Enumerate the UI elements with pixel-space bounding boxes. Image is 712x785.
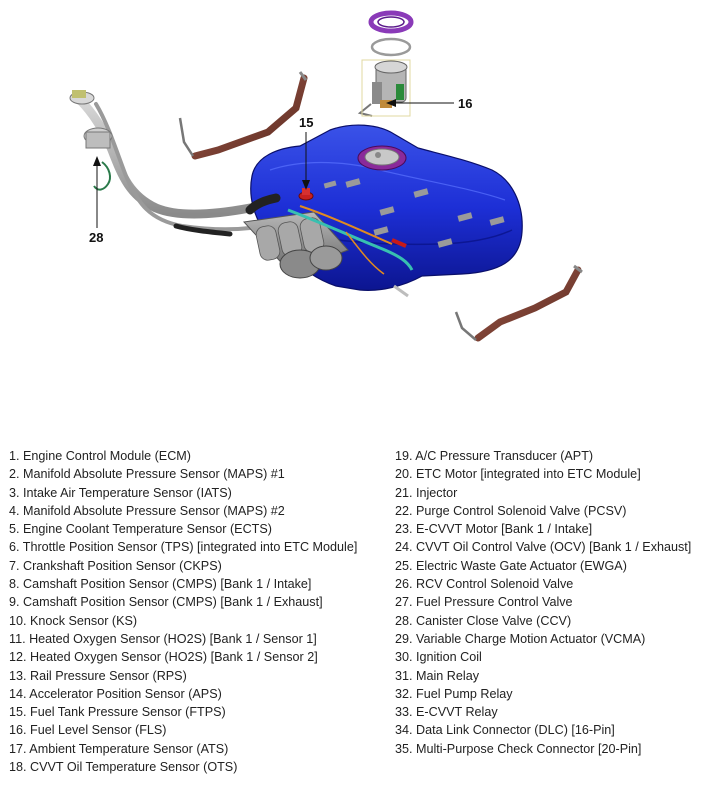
legend-item: 32. Fuel Pump Relay: [395, 686, 513, 701]
legend-item: 5. Engine Coolant Temperature Sensor (EC…: [9, 522, 272, 537]
legend-item: 35. Multi-Purpose Check Connector [20-Pi…: [395, 741, 642, 756]
legend-item: 26. RCV Control Solenoid Valve: [395, 577, 574, 592]
evap-canister: [242, 211, 349, 279]
legend-item: 6. Throttle Position Sensor (TPS) [integ…: [9, 540, 358, 555]
legend-item: 23. E-CVVT Motor [Bank 1 / Intake]: [395, 522, 593, 537]
legend-item: 25. Electric Waste Gate Actuator (EWGA): [395, 558, 627, 573]
pump-lock-ring: [368, 10, 414, 34]
legend-item: 16. Fuel Level Sensor (FLS): [9, 723, 167, 738]
legend-item: 3. Intake Air Temperature Sensor (IATS): [9, 485, 232, 500]
fuel-pump-module: [357, 60, 408, 117]
legend-item: 4. Manifold Absolute Pressure Sensor (MA…: [9, 503, 285, 518]
legend-item: 10. Knock Sensor (KS): [9, 613, 138, 628]
fuel-tank-pressure-sensor: [298, 188, 314, 201]
legend-item: 12. Heated Oxygen Sensor (HO2S) [Bank 1 …: [9, 650, 318, 665]
legend-item: 33. E-CVVT Relay: [395, 705, 498, 720]
fuel-system-diagram: 15 16 28: [69, 10, 583, 342]
tank-strap-lower: [454, 264, 583, 342]
legend-item: 34. Data Link Connector (DLC) [16-Pin]: [395, 723, 615, 738]
legend-item: 31. Main Relay: [395, 668, 479, 683]
callout-label-15: 15: [299, 115, 313, 130]
legend-item: 19. A/C Pressure Transducer (APT): [395, 449, 594, 463]
callout-label-28: 28: [89, 230, 103, 245]
legend-item: 1. Engine Control Module (ECM): [9, 449, 191, 463]
filler-cap-assembly: [69, 90, 113, 191]
callout-label-16: 16: [458, 96, 472, 111]
legend-item: 15. Fuel Tank Pressure Sensor (FTPS): [9, 705, 226, 720]
legend-item: 30. Ignition Coil: [395, 650, 482, 665]
pump-highlight-frame: [361, 59, 411, 117]
legend-item: 27. Fuel Pressure Control Valve: [395, 595, 573, 610]
legend-item: 18. CVVT Oil Temperature Sensor (OTS): [9, 760, 238, 775]
legend-item: 20. ETC Motor [integrated into ETC Modul…: [395, 467, 641, 482]
callout-15: 15: [299, 115, 313, 190]
legend-item: 7. Crankshaft Position Sensor (CKPS): [9, 558, 222, 573]
legend-item: 17. Ambient Temperature Sensor (ATS): [9, 741, 229, 756]
legend-item: 13. Rail Pressure Sensor (RPS): [9, 668, 187, 683]
tank-pump-flange: [357, 145, 407, 171]
callout-16: 16: [386, 96, 472, 111]
legend-item: 9. Camshaft Position Sensor (CMPS) [Bank…: [9, 595, 323, 610]
tank-strap-upper: [178, 71, 308, 160]
legend-item: 2. Manifold Absolute Pressure Sensor (MA…: [9, 467, 285, 482]
pump-gasket: [370, 37, 412, 57]
component-legend-right: 19. A/C Pressure Transducer (APT) 20. ET…: [395, 447, 707, 758]
legend-item: 24. CVVT Oil Control Valve (OCV) [Bank 1…: [395, 540, 692, 555]
legend-item: 11. Heated Oxygen Sensor (HO2S) [Bank 1 …: [9, 631, 317, 646]
filler-neck-pipes: [75, 95, 281, 237]
legend-item: 8. Camshaft Position Sensor (CMPS) [Bank…: [9, 577, 312, 592]
legend-item: 22. Purge Control Solenoid Valve (PCSV): [395, 503, 627, 518]
legend-item: 14. Accelerator Position Sensor (APS): [9, 686, 222, 701]
legend-item: 28. Canister Close Valve (CCV): [395, 613, 572, 628]
component-legend-left: 1. Engine Control Module (ECM) 2. Manifo…: [9, 447, 389, 776]
legend-item: 29. Variable Charge Motion Actuator (VCM…: [395, 631, 646, 646]
legend-item: 21. Injector: [395, 485, 458, 500]
callout-28: 28: [89, 156, 103, 245]
vapor-lines: [287, 205, 414, 298]
